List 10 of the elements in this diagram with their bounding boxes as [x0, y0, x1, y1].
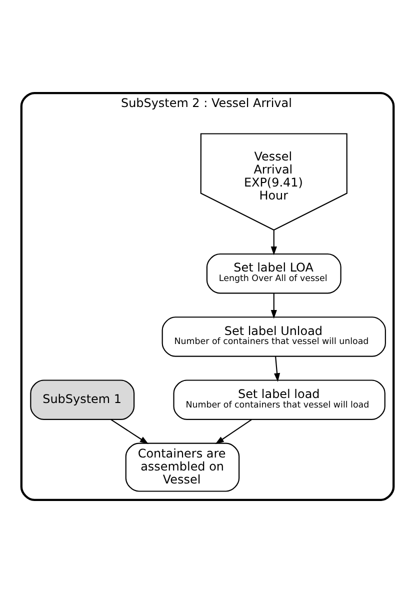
arrow: [270, 292, 277, 318]
node-box: Set label Unload Number of containers that vessel will unload: [162, 316, 386, 356]
arrow: [215, 418, 252, 444]
node-box: Set label LOA Length Over All of vessel: [206, 252, 342, 294]
arrow: [274, 356, 280, 382]
node-box: SubSystem 1: [30, 379, 135, 420]
arrow: [110, 418, 149, 444]
node-box: Containers are assembled on Vessel: [125, 442, 240, 492]
node-box: Set label load Number of containers that vessel will load: [173, 379, 386, 420]
arrow: [270, 230, 277, 255]
